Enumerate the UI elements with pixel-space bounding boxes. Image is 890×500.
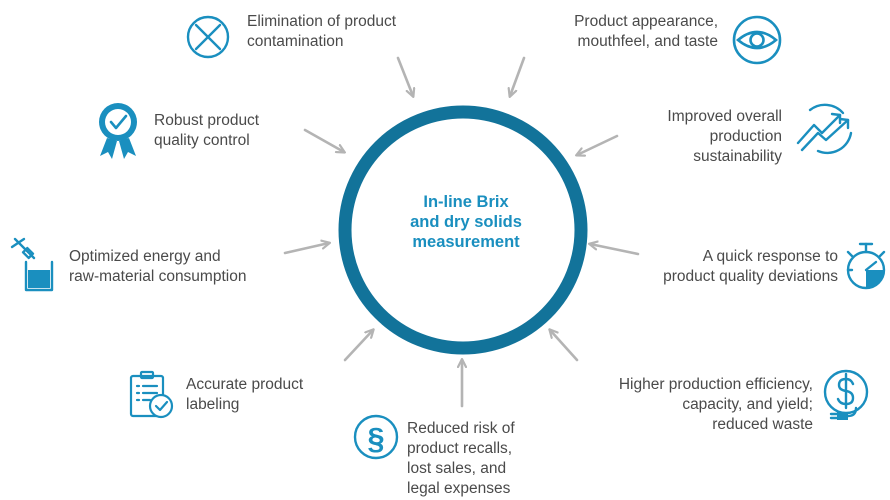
eye-icon [732,15,782,65]
dropper-beaker-icon [10,237,54,292]
benefit-contamination-text: Elimination of product contamination [247,13,397,50]
dollar-plug-icon [823,369,869,420]
benefit-efficiency-text: Higher production efficiency, capacity, … [618,376,813,433]
arrow-quality-control [303,128,344,152]
benefit-sustainability-text: Improved overall production sustainabili… [667,108,782,165]
center-ring [338,105,588,355]
arrows [283,56,640,408]
benefit-labeling-text: Accurate product labeling [186,376,304,413]
clipboard-check-icon [129,370,174,419]
benefit-recalls-text: Reduced risk of product recalls, lost sa… [407,420,515,497]
benefit-appearance-text: Product appearance, mouthfeel, and taste [574,13,718,50]
arrow-response [590,244,640,256]
center-label: In-line Brix and dry solids measurement [410,193,522,251]
stopwatch-icon [846,242,886,290]
arrow-contamination [396,56,413,96]
svg-text:§: § [367,421,384,456]
arrow-labeling [343,330,373,362]
arrow-efficiency [550,330,579,362]
arrow-energy [283,243,329,255]
trend-arrows-icon [796,103,853,155]
award-ribbon-icon [99,103,137,159]
section-sign-icon: § [353,414,399,460]
benefit-quality-control-text: Robust product quality control [154,112,260,149]
arrow-sustainability [577,134,619,155]
x-circle-icon [186,15,230,59]
arrow-appearance [510,56,526,96]
benefit-response-text: A quick response to product quality devi… [663,248,838,285]
benefit-energy-text: Optimized energy and raw-material consum… [69,248,247,285]
